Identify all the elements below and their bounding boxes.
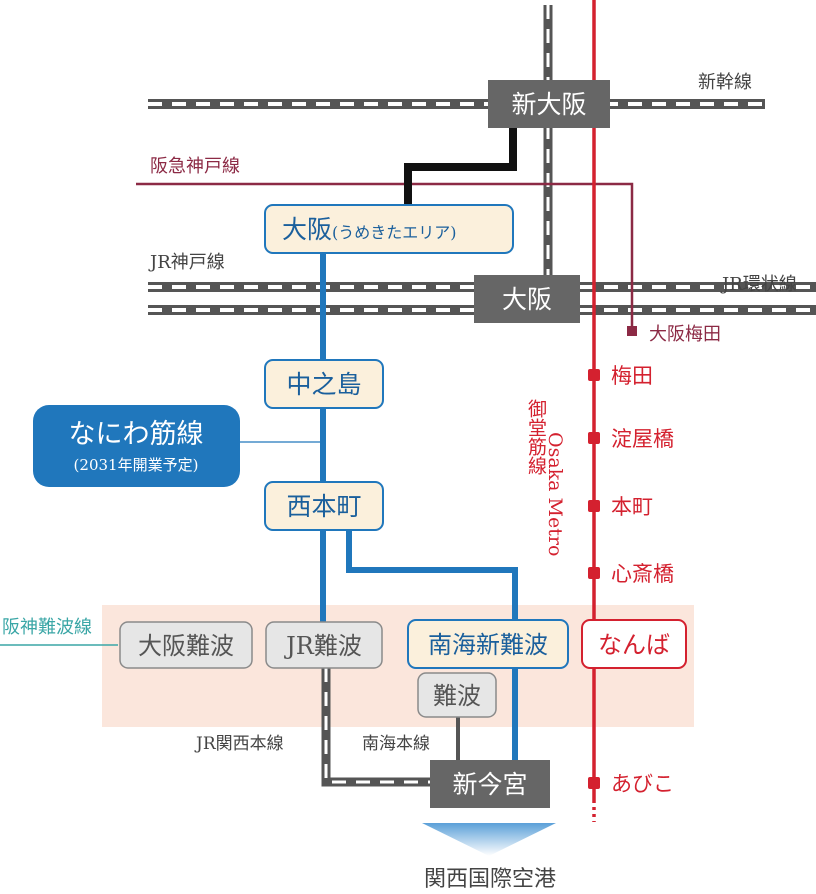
station-shin-imamiya: 新今宮 xyxy=(452,770,527,799)
station-shin-osaka: 新大阪 xyxy=(511,90,586,119)
label-umeda: 梅田 xyxy=(611,364,653,388)
station-nankai-shin-namba: 南海新難波 xyxy=(428,631,548,659)
label-midosuji: 御堂筋線 xyxy=(525,399,547,475)
station-nishihonmachi: 西本町 xyxy=(286,492,361,521)
station-nishihonmachi-box xyxy=(264,481,384,531)
station-osaka-box xyxy=(474,275,580,323)
station-nakanoshima: 中之島 xyxy=(286,370,361,399)
label-nankai-main: 南海本線 xyxy=(362,734,430,754)
label-osaka-metro: Osaka Metro xyxy=(544,432,566,556)
station-umekita: 大阪(うめきたエリア) xyxy=(282,215,457,244)
station-osaka-namba-box xyxy=(119,621,253,669)
station-namba-box xyxy=(417,672,497,718)
shin-osaka-link xyxy=(404,122,517,206)
naniwa-sub: (2031年開業予定) xyxy=(74,456,199,474)
station-umekita-sub: (うめきたエリア) xyxy=(332,223,457,242)
osaka-umeda-marker xyxy=(627,326,637,336)
station-shin-osaka-box xyxy=(488,80,610,128)
naniwa-name: なにわ筋線 xyxy=(69,419,204,450)
label-abiko: あびこ xyxy=(611,772,674,796)
kix-arrow xyxy=(422,823,556,856)
label-hanshin-namba: 阪神難波線 xyxy=(2,617,92,638)
station-shin-imamiya-box xyxy=(430,760,550,808)
station-namba-metro-box xyxy=(581,619,687,669)
label-osaka-umeda: 大阪梅田 xyxy=(649,324,721,345)
station-namba-metro: なんば xyxy=(598,631,670,659)
label-shinkansen: 新幹線 xyxy=(698,72,752,93)
station-namba: 難波 xyxy=(433,682,481,710)
station-umekita-box xyxy=(264,204,514,254)
label-honmachi: 本町 xyxy=(611,495,653,519)
naniwa-line xyxy=(320,250,518,765)
station-jr-namba: JR難波 xyxy=(283,632,362,660)
station-osaka-namba: 大阪難波 xyxy=(138,632,234,660)
label-shinsaibashi: 心斎橋 xyxy=(611,562,674,586)
hankyu-kobe-line xyxy=(136,182,634,330)
naniwa-label-box xyxy=(33,405,240,487)
label-jr-kansai-main: JR関西本線 xyxy=(194,734,284,754)
station-nakanoshima-box xyxy=(264,359,384,409)
label-yodoyabashi: 淀屋橋 xyxy=(611,427,674,451)
station-nankai-shin-namba-box xyxy=(407,619,569,669)
midosuji-station-markers xyxy=(588,369,600,789)
label-hankyu-kobe: 阪急神戸線 xyxy=(150,156,240,177)
jr-kansai-main-line xyxy=(321,668,430,787)
label-kix: 関西国際空港 xyxy=(424,867,556,892)
label-jr-kobe: JR神戸線 xyxy=(148,252,225,273)
label-jr-loop: JR環状線 xyxy=(720,274,797,295)
station-osaka: 大阪 xyxy=(502,285,552,314)
station-jr-namba-box xyxy=(265,621,383,669)
